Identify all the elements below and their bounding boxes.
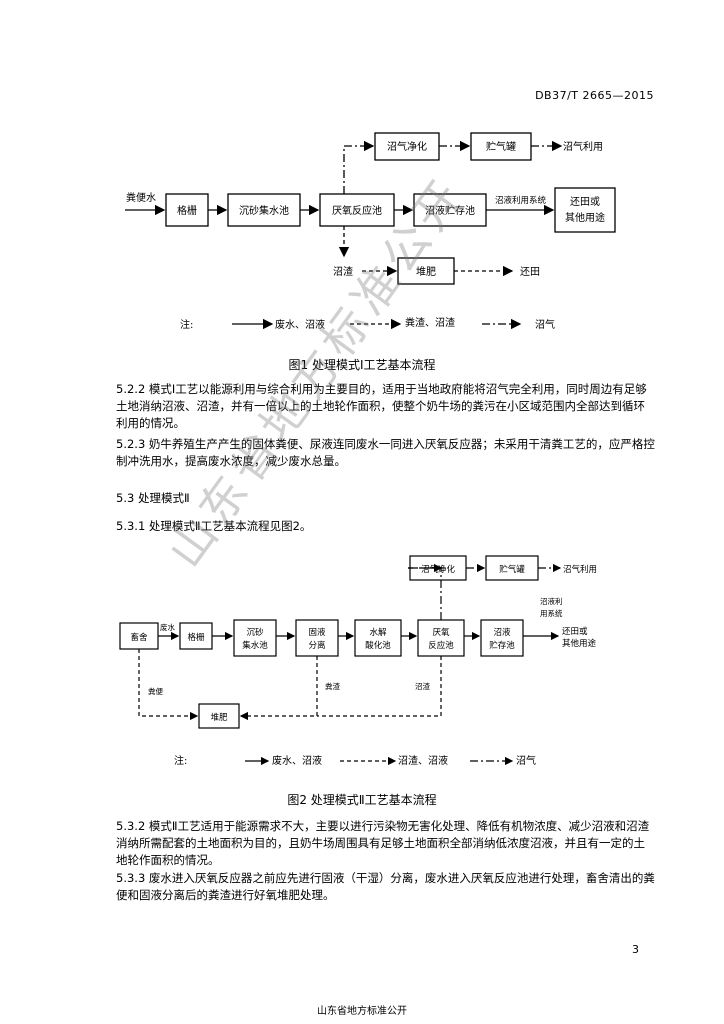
f2-ana-label-2: 反应池 bbox=[428, 640, 454, 651]
f2-sep-label-1: 固液 bbox=[308, 627, 326, 638]
f2-purify-label: 沼气净化 bbox=[421, 564, 456, 575]
f2-legend-dashdot-label: 沼气 bbox=[516, 754, 536, 767]
f2-dung-residue-label: 粪渣 bbox=[325, 681, 340, 691]
grid-label: 格栅 bbox=[177, 204, 197, 217]
f2-slu-label-2: 贮存池 bbox=[489, 640, 515, 651]
f2-grid-label: 格栅 bbox=[187, 632, 205, 643]
paragraph-5-2-3: 5.2.3 奶牛养殖生产产生的固体粪便、尿液连同废水一同进入厌氧反应器；未采用干… bbox=[116, 437, 655, 468]
f2-sys-label-1: 沼液利 bbox=[540, 596, 563, 606]
figure-2-flowchart: 畜舍 格栅 沉砂 集水池 固液 分离 水解 酸化池 厌氧 反应池 沼液 贮存池 … bbox=[119, 555, 597, 767]
f2-slu-label-1: 沼液 bbox=[493, 627, 511, 638]
f2-compost-label: 堆肥 bbox=[210, 712, 228, 723]
field-label-2: 其他用途 bbox=[565, 211, 605, 224]
f2-manure-label: 粪便 bbox=[148, 686, 163, 696]
legend-note: 注: bbox=[180, 318, 193, 331]
gas-use-label: 沼气利用 bbox=[563, 140, 603, 153]
legend-dash-label: 粪渣、沼渣 bbox=[405, 316, 455, 329]
f2-legend-note: 注: bbox=[174, 754, 187, 767]
f2-sand-label-2: 集水池 bbox=[242, 640, 268, 651]
purify-label: 沼气净化 bbox=[387, 140, 427, 153]
f2-legend-solid-label: 废水、沼液 bbox=[272, 754, 322, 767]
paragraph-5-3-2: 5.3.2 模式Ⅱ工艺适用于能源需求不大，主要以进行污染物无害化处理、降低有机物… bbox=[116, 819, 650, 867]
f2-wastewater-label: 废水 bbox=[160, 622, 175, 632]
f2-field-label-2: 其他用途 bbox=[562, 638, 597, 649]
f2-compost-box bbox=[198, 703, 240, 729]
f2-legend-dash-label: 沼渣、沼液 bbox=[398, 754, 448, 767]
legend-dashdot-label: 沼气 bbox=[535, 318, 555, 331]
paragraph-5-3-1: 5.3.1 处理模式Ⅱ工艺基本流程见图2。 bbox=[116, 519, 312, 533]
footer-text: 山东省地方标准公开 bbox=[317, 1006, 407, 1017]
f2-hyd-label-2: 酸化池 bbox=[365, 640, 391, 651]
f2-sys-label-2: 用系统 bbox=[540, 608, 563, 618]
f2-sep-label-2: 分离 bbox=[308, 640, 325, 651]
document-code: DB37/T 2665—2015 bbox=[535, 89, 654, 102]
f2-hyd-box bbox=[354, 619, 402, 657]
f2-shed-label: 畜舍 bbox=[130, 632, 148, 643]
residue-label: 沼渣 bbox=[333, 265, 353, 278]
compost-label: 堆肥 bbox=[416, 266, 436, 278]
field-box bbox=[554, 187, 616, 233]
f2-residue-label: 沼渣 bbox=[415, 681, 430, 691]
system-label: 沼液利用系统 bbox=[495, 195, 547, 206]
section-5-3-heading: 5.3 处理模式Ⅱ bbox=[116, 491, 190, 505]
f2-field-label-1: 还田或 bbox=[562, 626, 588, 637]
f2-hyd-label-1: 水解 bbox=[369, 627, 387, 638]
f2-ana-label-1: 厌氧 bbox=[432, 627, 450, 638]
sand-label: 沉砂集水池 bbox=[239, 204, 289, 217]
field-label: 还田 bbox=[520, 266, 540, 278]
paragraph-5-3-3: 5.3.3 废水进入厌氧反应器之前应先进行固液（干湿）分离，废水进入厌氧反应池进… bbox=[116, 871, 655, 902]
f2-gas-use-label: 沼气利用 bbox=[563, 564, 597, 575]
f2-holder-label: 贮气罐 bbox=[499, 564, 525, 575]
figure-2-caption: 图2 处理模式Ⅱ工艺基本流程 bbox=[287, 793, 437, 807]
figure-1-caption: 图1 处理模式Ⅰ工艺基本流程 bbox=[288, 358, 436, 372]
slurry-tank-label: 沼液贮存池 bbox=[425, 204, 475, 217]
paragraph-5-2-2: 5.2.2 模式Ⅰ工艺以能源利用与综合利用为主要目的，适用于当地政府能将沼气完全… bbox=[116, 382, 647, 430]
anaerobic-label: 厌氧反应池 bbox=[332, 204, 382, 217]
input-label: 粪便水 bbox=[126, 191, 156, 204]
field-label-1: 还田或 bbox=[570, 196, 600, 208]
f2-sand-box bbox=[233, 619, 277, 657]
page-number: 3 bbox=[632, 943, 639, 956]
holder-label: 贮气罐 bbox=[486, 140, 516, 153]
f2-sand-label-1: 沉砂 bbox=[246, 627, 264, 638]
f2-slu-box bbox=[480, 619, 524, 657]
legend-solid-label: 废水、沼液 bbox=[275, 318, 325, 331]
figure-1-flowchart: 粪便水 格栅 沉砂集水池 厌氧反应池 沼液贮存池 沼液利用系统 还田或 其他用途… bbox=[125, 132, 616, 331]
